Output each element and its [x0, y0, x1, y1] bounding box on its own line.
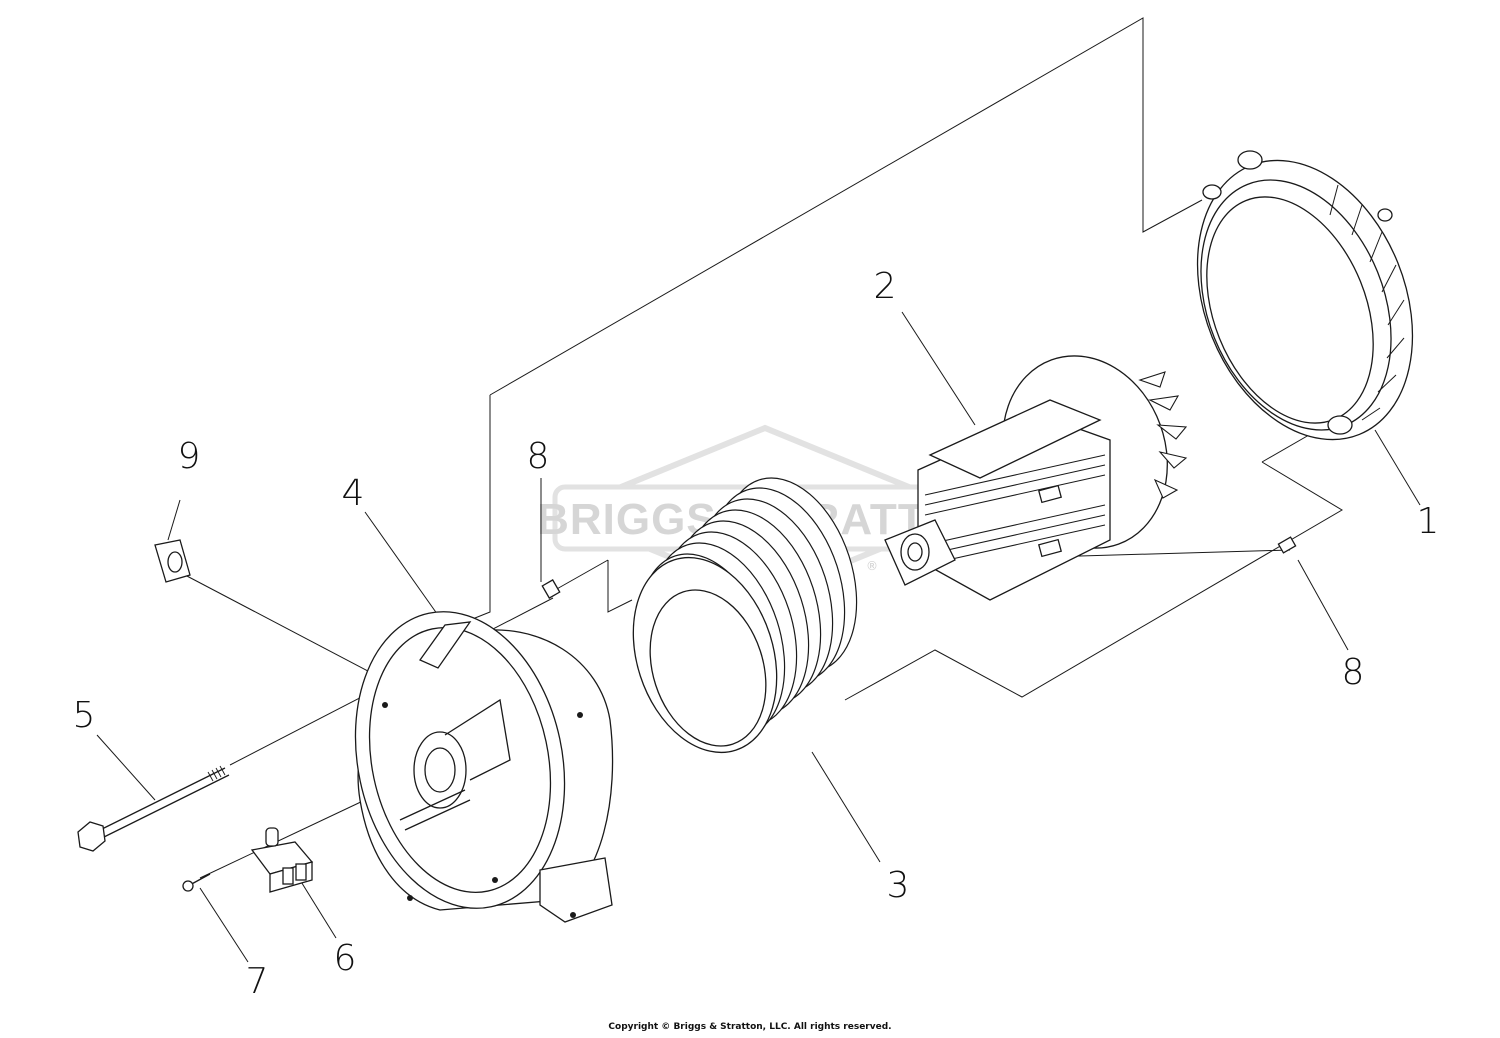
part-3-stator	[632, 477, 858, 754]
part-7-screw	[182, 873, 211, 892]
part-9-grommet	[154, 539, 191, 583]
callout-9: 9	[178, 436, 201, 477]
copyright-notice: Copyright © Briggs & Stratton, LLC. All …	[608, 1022, 892, 1032]
watermark-registered: ®	[866, 559, 878, 573]
callout-2: 2	[874, 266, 897, 307]
callout-6: 6	[334, 938, 357, 979]
callout-8-upper: 8	[527, 436, 550, 477]
callout-labels: 1 2 3 4 5 6 7 8 8 9	[73, 266, 1440, 1002]
part-1-rear-housing	[1196, 150, 1414, 441]
part-4-front-housing	[354, 611, 614, 923]
part-6-brush-holder	[250, 827, 314, 893]
part-8-dowel-pins	[541, 536, 1297, 599]
callout-7: 7	[246, 961, 269, 1002]
callout-8-lower: 8	[1342, 652, 1365, 693]
callout-3: 3	[887, 865, 910, 906]
callout-4: 4	[342, 473, 365, 514]
assembly-boundary-lines	[469, 17, 1343, 701]
callout-1: 1	[1417, 501, 1440, 542]
part-5-through-bolt	[77, 765, 230, 852]
callout-5: 5	[73, 695, 96, 736]
part-2-rotor	[884, 355, 1188, 601]
